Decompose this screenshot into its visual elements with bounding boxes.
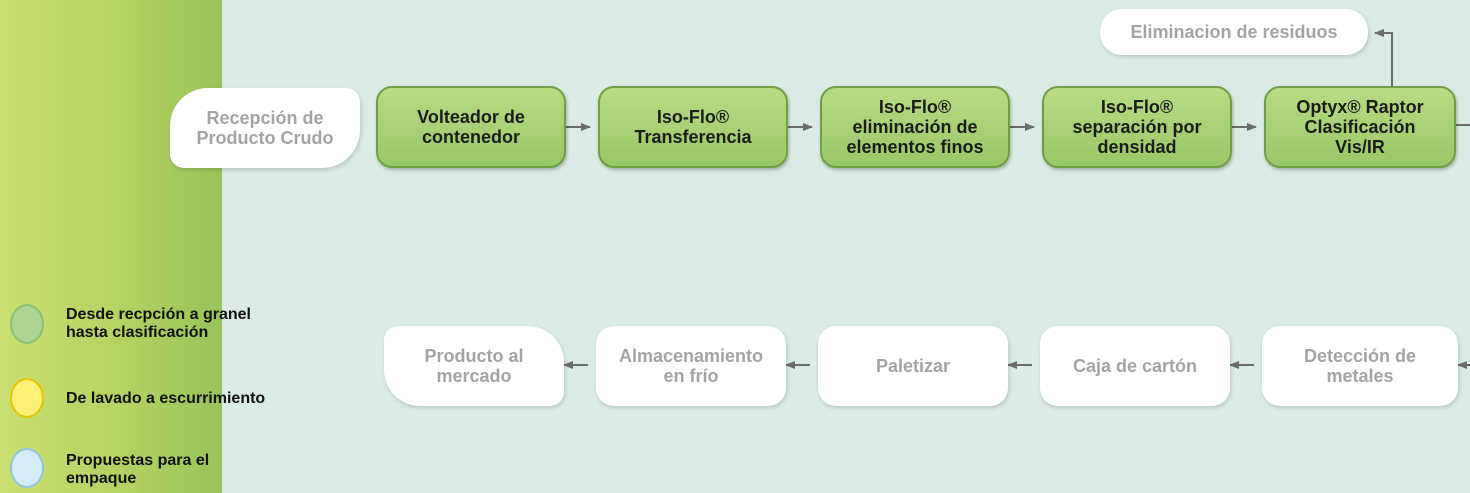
arrow-optyx-residuos	[1374, 29, 1393, 86]
node-caja: Caja de cartón	[1040, 326, 1230, 406]
legend-swatch-yellow	[10, 378, 44, 418]
node-residuos: Eliminacion de residuos	[1100, 9, 1368, 55]
node-isoflo-transferencia: Iso-Flo®Transferencia	[598, 86, 788, 168]
legend-swatch-blue	[10, 448, 44, 488]
legend-label-yellow: De lavado a escurrimiento	[66, 390, 266, 407]
node-paletizar: Paletizar	[818, 326, 1008, 406]
legend-swatch-green	[10, 304, 44, 344]
